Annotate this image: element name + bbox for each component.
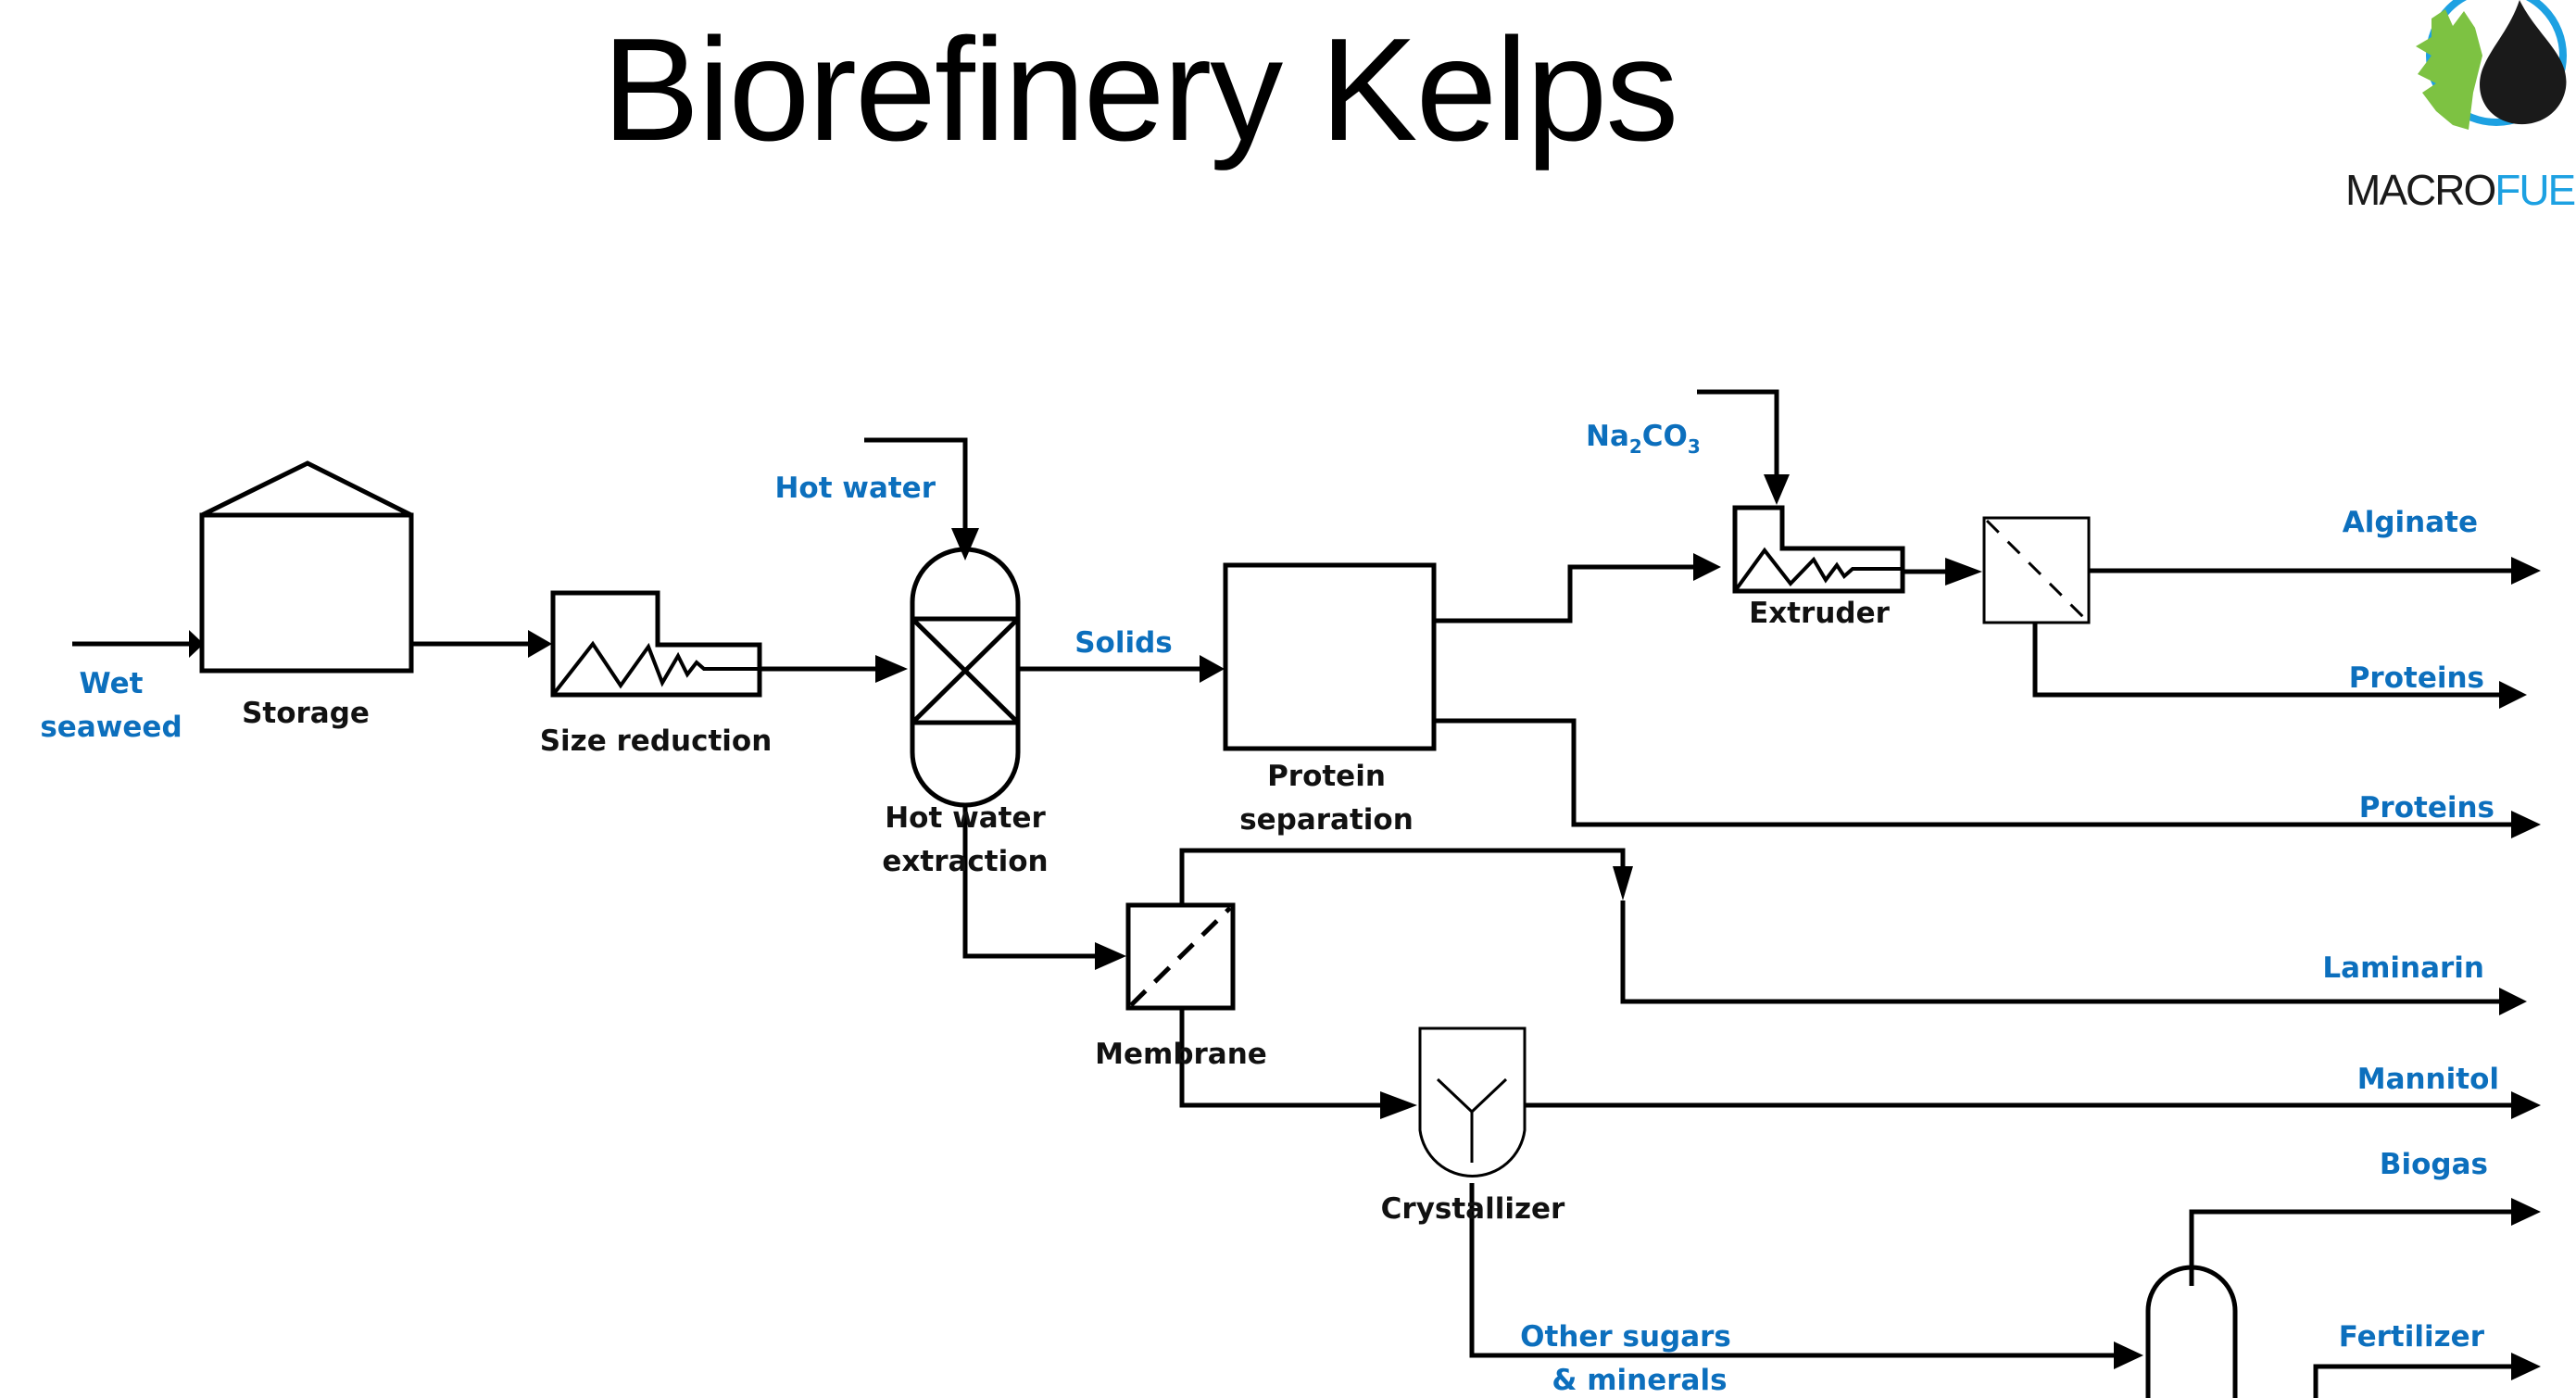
label-membrane: Membrane — [1095, 1038, 1267, 1071]
stream-laminarin — [1620, 901, 2507, 1004]
extruder-zigzag — [1733, 547, 1903, 593]
logo-text: MACROFUE — [2345, 166, 2576, 214]
arrowhead — [875, 655, 908, 683]
label-other-sugars-1: Other sugars — [1520, 1320, 1731, 1354]
stream-na2co3 — [1697, 389, 1779, 486]
filter-membrane-line — [1985, 519, 2088, 622]
arrowhead — [189, 630, 204, 658]
protein-separation-unit — [1223, 562, 1437, 751]
arrowhead — [1613, 866, 1633, 901]
stream-other-sugars — [1469, 1183, 2123, 1358]
stream-membrane-permeate — [1179, 848, 1626, 905]
arrowhead — [1095, 942, 1126, 970]
label-protein-separation-1: Protein — [1267, 760, 1386, 793]
hot-water-extraction-vessel — [910, 547, 1021, 808]
digester-unit — [2145, 1265, 2238, 1398]
arrowhead — [2511, 1353, 2541, 1380]
label-fertilizer: Fertilizer — [2339, 1320, 2485, 1354]
arrowhead — [1945, 558, 1982, 586]
arrowhead — [2511, 557, 2541, 585]
macrofuel-logo-icon — [2416, 0, 2567, 130]
stream-extract-to-membrane — [962, 805, 1107, 959]
label-wet-seaweed-2: seaweed — [40, 711, 182, 744]
stream-to-extruder — [1434, 564, 1704, 623]
slide-title: Biorefinery Kelps — [602, 8, 1678, 171]
label-biogas: Biogas — [2380, 1148, 2488, 1181]
label-hot-water: Hot water — [774, 472, 936, 505]
arrowhead — [528, 630, 552, 658]
label-size-reduction: Size reduction — [540, 724, 773, 758]
arrowhead — [2511, 811, 2541, 838]
arrowhead — [2511, 1091, 2541, 1119]
label-mannitol: Mannitol — [2357, 1063, 2499, 1096]
arrowhead — [1380, 1091, 1417, 1119]
label-wet-seaweed-1: Wet — [80, 667, 144, 700]
arrowhead — [2499, 988, 2527, 1015]
label-extruder: Extruder — [1749, 597, 1891, 630]
arrowhead — [2511, 1198, 2541, 1226]
crystallizer-internals — [1436, 1077, 1508, 1163]
label-protein-separation-2: separation — [1239, 803, 1414, 837]
storage-silo — [199, 512, 414, 674]
label-crystallizer: Crystallizer — [1381, 1192, 1565, 1226]
stream-hot-water — [864, 437, 968, 542]
label-proteins-1: Proteins — [2349, 661, 2484, 695]
label-storage: Storage — [242, 697, 370, 730]
label-solids: Solids — [1074, 626, 1173, 660]
size-reduction-zigzag — [551, 640, 760, 697]
label-alginate: Alginate — [2343, 506, 2478, 539]
label-hot-water-extraction-1: Hot water — [885, 801, 1046, 835]
logo-leaf — [2416, 9, 2482, 130]
stream-proteins-1 — [2032, 623, 2507, 698]
arrowhead — [2499, 681, 2527, 709]
stream-fertilizer — [2313, 1364, 2519, 1398]
label-hot-water-extraction-2: extraction — [882, 845, 1048, 878]
stream-proteins-2 — [1434, 718, 2519, 827]
arrowhead — [1764, 474, 1790, 505]
arrowhead — [1693, 553, 1721, 581]
arrowhead — [2114, 1341, 2143, 1369]
crystallizer-unit — [1418, 1026, 1527, 1178]
logo-ring — [2426, 0, 2567, 126]
label-proteins-2: Proteins — [2359, 791, 2494, 825]
storage-silo-roof — [200, 460, 413, 518]
stream-biogas — [2189, 1209, 2519, 1286]
label-na2co3: Na2CO3 — [1586, 420, 1701, 458]
label-other-sugars-2: & minerals — [1552, 1364, 1727, 1397]
stream-membrane-to-crystallizer — [1179, 1008, 1394, 1108]
label-laminarin: Laminarin — [2322, 951, 2484, 985]
arrowhead — [951, 528, 979, 560]
size-reduction-unit — [550, 590, 762, 698]
arrowhead — [1200, 655, 1225, 683]
packed-bed-cross-2 — [911, 617, 1020, 724]
membrane-line — [1129, 906, 1232, 1007]
logo-drop — [2480, 0, 2567, 125]
extruder-unit — [1732, 505, 1905, 594]
